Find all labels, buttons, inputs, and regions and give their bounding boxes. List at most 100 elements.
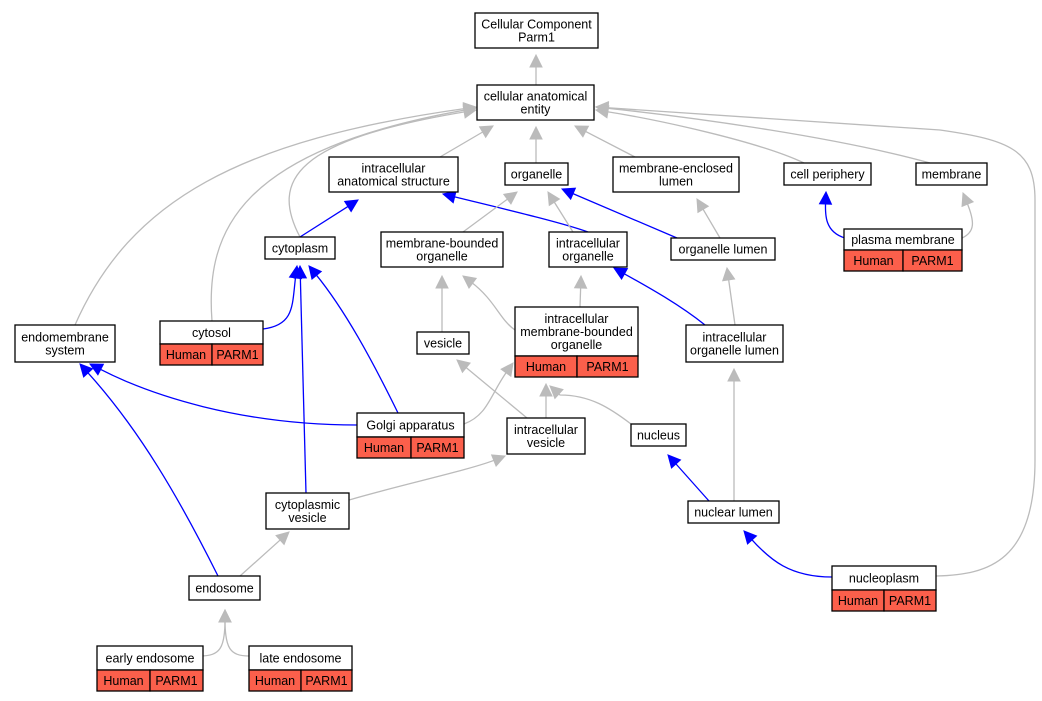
node-box [630,423,687,447]
edge-iol-to-io [613,267,706,326]
edge-cytovesicle-to-iv [348,454,507,501]
edge-line [605,110,805,164]
edge-arrowhead [539,382,553,397]
edge-line [463,370,508,425]
edge-line [727,277,736,326]
edge-line [299,204,350,238]
node-label-line: lumen [659,175,693,189]
edge-arrowhead [293,264,308,279]
edge-orglumen-to-organelle [560,187,678,239]
node-label-line: vesicle [424,337,462,351]
node-membrane[interactable]: membrane [915,162,988,186]
node-label-line: Parm1 [518,31,555,45]
annotation-species: Human [526,360,566,374]
edge-arrowhead [462,275,478,289]
annotation-species: Human [364,441,404,455]
node-label-line: nucleoplasm [849,572,919,586]
edge-line [750,537,833,578]
edge-golgi-to-imbo [463,362,514,425]
edge-arrowhead [500,362,514,378]
node-label-line: cytoplasm [272,242,328,256]
node-vesicle[interactable]: vesicle [416,331,470,355]
node-endosome[interactable]: endosome [188,575,261,601]
edge-arrowhead [743,530,758,545]
annotation-gene: PARM1 [889,594,931,608]
node-label-line: membrane-bounded [386,237,499,251]
edge-line [288,110,467,238]
edge-line [462,197,510,233]
edge-line [583,130,636,158]
node-orglumen[interactable]: organelle lumen [670,237,776,261]
node-cellperiph[interactable]: cell periphery [783,162,872,186]
node-label-line: intracellular [545,312,609,326]
edge-iv-to-imbo [539,382,553,418]
node-box [685,324,784,363]
node-imbo[interactable]: intracellularmembrane-boundedorganelleHu… [514,306,639,378]
node-label-line: system [45,344,85,358]
edge-arrowhead [574,125,590,138]
edge-line [579,285,582,308]
node-label-line: organelle lumen [679,243,768,257]
edge-arrowhead [490,454,507,467]
edge-arrowhead [818,190,833,205]
node-box [474,12,599,49]
edge-arrowhead [275,531,290,546]
node-label-line: organelle lumen [690,344,779,358]
node-label-line: membrane-bounded [520,325,633,339]
node-box [476,84,595,121]
edge-cae-to-root [529,53,543,85]
node-nucleus[interactable]: nucleus [630,423,687,447]
edge-plasmamem-to-membrane [961,191,975,239]
node-organelle[interactable]: organelle [504,162,569,186]
node-label-line: early endosome [106,652,195,666]
edge-line [98,368,358,426]
annotation-gene: PARM1 [155,674,197,688]
annotation-species: Human [853,254,893,268]
annotation-gene: PARM1 [216,348,258,362]
edge-endosome-to-cytovesicle [239,531,290,577]
annotation-species: Human [103,674,143,688]
node-box [328,156,459,193]
edge-line [605,107,931,164]
annotation-gene-cell [902,249,963,272]
node-label-line: organelle [551,338,602,352]
node-label-line: membrane [922,168,982,182]
node-box [915,162,988,186]
node-nuclumen[interactable]: nuclear lumen [687,500,780,524]
node-cytoplasm[interactable]: cytoplasm [264,236,336,260]
edge-imbo-to-io [573,274,588,308]
edge-line [552,200,574,233]
edge-line [605,107,1036,577]
node-box [188,575,261,601]
node-label-line: organelle [416,250,467,264]
annotation-species: Human [838,594,878,608]
node-box [264,236,336,260]
edge-line [470,281,516,331]
edge-vesicle-to-mbo [435,274,449,332]
edge-arrowhead [721,266,736,282]
annotation-species: Human [166,348,206,362]
annotation-gene-cell [300,669,353,692]
edge-line [74,107,467,326]
node-label-line: plasma membrane [851,233,955,247]
